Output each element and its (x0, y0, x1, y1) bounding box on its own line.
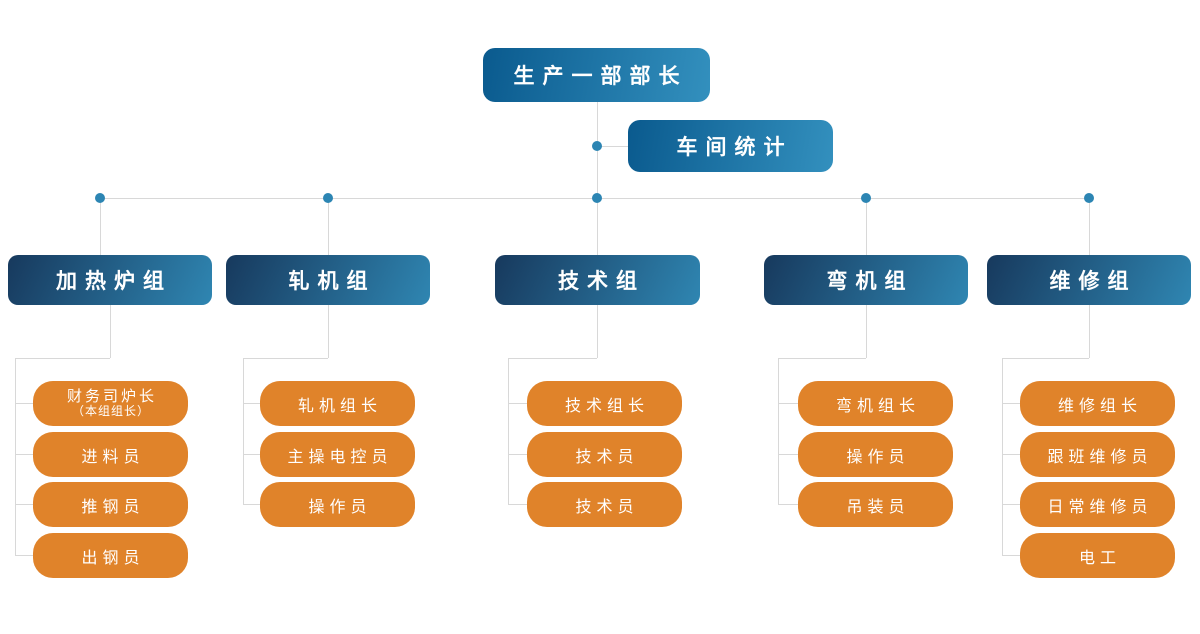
node-member: 操作员 (798, 432, 953, 477)
connector-line (778, 454, 798, 455)
connector-line (243, 358, 244, 504)
node-label: 车间统计 (676, 136, 793, 159)
node-label: 主操电控员 (287, 448, 393, 466)
connector-line (1089, 305, 1090, 358)
node-label: 电工 (1078, 549, 1121, 567)
node-label: 生产一部部长 (513, 65, 688, 88)
connector-line (1002, 454, 1020, 455)
connector-line (866, 198, 867, 255)
node-label: 轧机组长 (297, 397, 382, 415)
connector-line (778, 358, 866, 359)
node-label: 弯机组长 (835, 397, 920, 415)
junction-dot (323, 193, 333, 203)
connector-line (508, 403, 527, 404)
node-label: 加热炉组 (56, 270, 172, 293)
connector-line (328, 305, 329, 358)
node-member: 财务司炉长 （本组组长） (33, 381, 188, 426)
node-group-rolling-mill: 轧机组 (226, 255, 430, 305)
node-label: 操作员 (846, 448, 910, 466)
connector-line (1002, 358, 1003, 555)
node-member: 技术员 (527, 482, 682, 527)
connector-line (15, 504, 33, 505)
node-member: 电工 (1020, 533, 1175, 578)
connector-line (328, 198, 329, 255)
node-member: 技术组长 (527, 381, 682, 426)
connector-line (866, 305, 867, 358)
connector-line (15, 454, 33, 455)
connector-line (1002, 504, 1020, 505)
connector-line (243, 358, 328, 359)
connector-line (1002, 358, 1089, 359)
connector-line (1002, 555, 1020, 556)
connector-line (778, 358, 779, 504)
node-group-heating-furnace: 加热炉组 (8, 255, 212, 305)
node-label: 进料员 (81, 448, 145, 466)
node-member: 出钢员 (33, 533, 188, 578)
node-member: 主操电控员 (260, 432, 415, 477)
connector-line (15, 358, 110, 359)
node-label: 推钢员 (81, 498, 145, 516)
connector-line (597, 198, 598, 255)
node-member: 吊装员 (798, 482, 953, 527)
node-member: 推钢员 (33, 482, 188, 527)
node-label: 操作员 (308, 498, 372, 516)
node-group-maintenance: 维修组 (987, 255, 1191, 305)
connector-line (15, 555, 33, 556)
junction-dot (592, 193, 602, 203)
connector-line (508, 358, 509, 504)
connector-line (597, 305, 598, 358)
connector-line (508, 454, 527, 455)
junction-dot (592, 141, 602, 151)
node-label: 日常维修员 (1047, 498, 1153, 516)
node-member: 维修组长 (1020, 381, 1175, 426)
node-label: 技术员 (575, 498, 639, 516)
node-label: 技术员 (575, 448, 639, 466)
node-sublabel: （本组组长） (71, 404, 150, 419)
node-label: 轧机组 (288, 270, 376, 293)
node-label: 弯机组 (826, 270, 914, 293)
connector-line (100, 198, 101, 255)
node-label: 跟班维修员 (1047, 448, 1153, 466)
node-label: 出钢员 (81, 549, 145, 567)
node-label: 技术组长 (564, 397, 649, 415)
node-group-bending-machine: 弯机组 (764, 255, 968, 305)
junction-dot (861, 193, 871, 203)
connector-line (1002, 403, 1020, 404)
connector-line (15, 403, 33, 404)
node-label: 维修组长 (1057, 397, 1142, 415)
node-label: 吊装员 (846, 498, 910, 516)
node-member: 日常维修员 (1020, 482, 1175, 527)
connector-line (778, 504, 798, 505)
junction-dot (95, 193, 105, 203)
node-workshop-statistics: 车间统计 (628, 120, 833, 172)
node-director: 生产一部部长 (483, 48, 710, 102)
connector-line (243, 504, 260, 505)
connector-line (1089, 198, 1090, 255)
connector-line (597, 146, 628, 147)
node-label: 技术组 (558, 270, 645, 293)
node-label: 维修组 (1049, 270, 1137, 293)
node-member: 弯机组长 (798, 381, 953, 426)
node-member: 操作员 (260, 482, 415, 527)
connector-line (778, 403, 798, 404)
connector-line (508, 358, 597, 359)
junction-dot (1084, 193, 1094, 203)
connector-line (110, 305, 111, 358)
node-member: 技术员 (527, 432, 682, 477)
connector-line (243, 403, 260, 404)
connector-line (508, 504, 527, 505)
node-group-technical: 技术组 (495, 255, 700, 305)
connector-line (15, 358, 16, 555)
node-label: 财务司炉长 (66, 387, 157, 405)
node-member: 跟班维修员 (1020, 432, 1175, 477)
connector-line (243, 454, 260, 455)
node-member: 轧机组长 (260, 381, 415, 426)
node-member: 进料员 (33, 432, 188, 477)
